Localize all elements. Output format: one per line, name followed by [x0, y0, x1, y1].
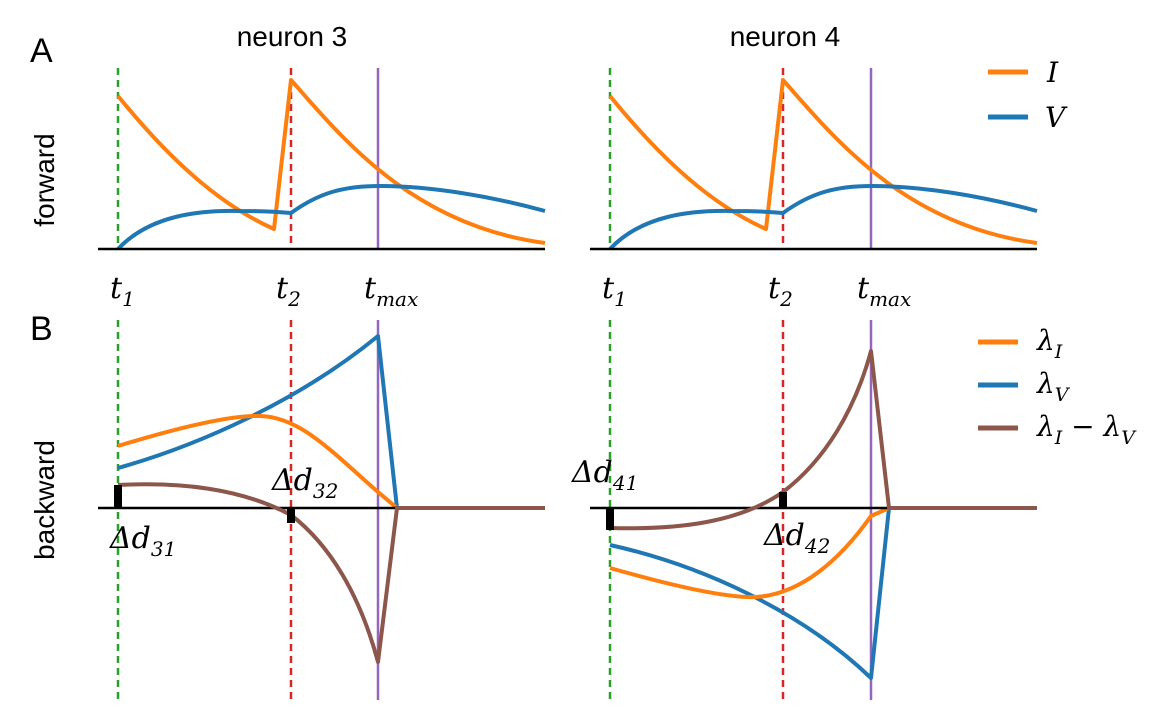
tick-label-t1: t1	[110, 271, 135, 311]
neuron-4-plots	[590, 68, 1038, 700]
delta-mark-d41	[606, 508, 614, 530]
lambda-v-curve	[117, 334, 399, 509]
lambda-i-curve	[609, 506, 890, 600]
current-curve	[116, 78, 546, 245]
legend-label-voltage: V	[1045, 101, 1068, 134]
legend-label-current: I	[1046, 56, 1059, 89]
tick-label-t1: t1	[602, 271, 627, 311]
delta-label-d32: Δd32	[271, 463, 338, 503]
delta-mark-d31	[114, 485, 122, 508]
legend-label-lambda-diff: λI − λV	[1036, 410, 1137, 449]
legend-label-lambda-i: λI	[1036, 324, 1063, 363]
tick-label-t2: t2	[768, 271, 793, 311]
delta-label-d41: Δd41	[571, 455, 638, 495]
column-title-neuron-4: neuron 4	[730, 21, 841, 52]
lambda-diff-curve	[609, 349, 1037, 531]
row-label-backward: backward	[29, 440, 60, 560]
delta-label-d42: Δd42	[763, 518, 830, 558]
neuron-3-plots	[98, 68, 546, 700]
delta-mark-d32	[287, 508, 295, 523]
tick-label-tmax: tmax	[364, 271, 418, 311]
delta-label-d31: Δd31	[109, 521, 176, 561]
current-curve	[608, 78, 1038, 245]
column-title-neuron-3: neuron 3	[237, 21, 348, 52]
row-label-forward: forward	[29, 133, 60, 226]
lambda-i-curve	[117, 413, 399, 510]
legend-backward: λI λV λI − λV	[978, 324, 1137, 449]
legend-forward: I V	[988, 56, 1068, 134]
panel-letter-a: A	[30, 32, 53, 70]
tick-label-t2: t2	[276, 271, 301, 311]
lambda-v-curve	[609, 507, 891, 680]
legend-label-lambda-v: λV	[1036, 367, 1071, 406]
delta-mark-d42	[779, 492, 787, 508]
voltage-curve	[116, 184, 546, 251]
tick-label-tmax: tmax	[857, 271, 911, 311]
panel-letter-b: B	[30, 310, 53, 348]
voltage-curve	[608, 184, 1038, 251]
lambda-diff-curve	[117, 482, 545, 664]
